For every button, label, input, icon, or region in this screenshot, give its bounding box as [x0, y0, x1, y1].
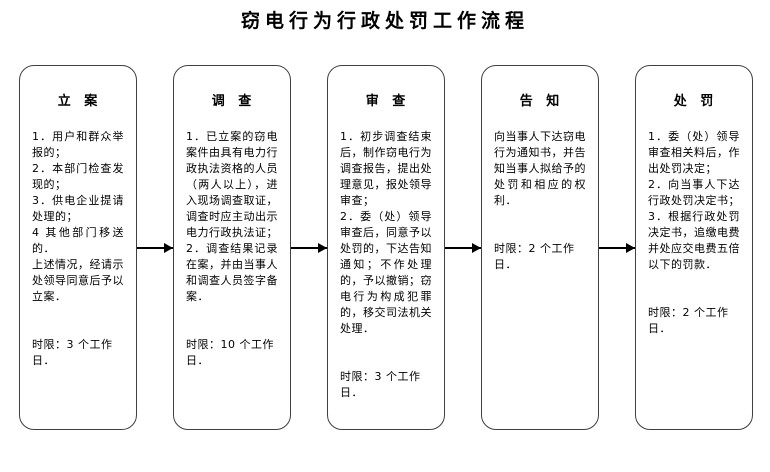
step-paragraph: 2．调查结果记录在案，并由当事人和调查人员签字备案． [186, 242, 278, 303]
step-time-limit: 时限：10 个工作日． [186, 338, 274, 367]
flow-arrow [291, 65, 327, 430]
step-paragraph: 3．供电企业提请处理的； [32, 194, 124, 223]
step-paragraph: 3．根据行政处罚决定书，追缴电费并处应交电费五倍以下的罚款． [648, 210, 740, 271]
right-arrow-icon [445, 242, 481, 253]
step-paragraph: 1．用户和群众举报的； [32, 130, 124, 159]
flow-arrow [445, 65, 481, 430]
flow-row: 立 案 1．用户和群众举报的； 2．本部门检查发现的； 3．供电企业提请处理的；… [19, 65, 753, 430]
step-time-limit: 时限：3 个工作日． [340, 370, 421, 399]
step-paragraph: 上述情况，经请示处领导同意后予以立案． [32, 258, 124, 303]
step-body: 1．已立案的窃电案件由具有电力行政执法资格的人员（两人以上），进入现场调查取证，… [186, 129, 278, 305]
step-body: 1．用户和群众举报的； 2．本部门检查发现的； 3．供电企业提请处理的； 4 其… [32, 129, 124, 305]
flow-step-filing: 立 案 1．用户和群众举报的； 2．本部门检查发现的； 3．供电企业提请处理的；… [19, 65, 137, 430]
step-paragraph: 4 其他部门移送的． [32, 226, 124, 255]
step-paragraph: 2．本部门检查发现的； [32, 162, 124, 191]
step-header: 立 案 [57, 94, 99, 109]
step-paragraph: 2．委（处）领导审查后，同意予以处罚的，下达告知通知；不作处理的，予以撤销；窃电… [340, 210, 432, 335]
flow-step-review: 审 查 1．初步调查结束后，制作窃电行为调查报告，提出处理意见，报处领导审查； … [327, 65, 445, 430]
flow-step-investigation: 调 查 1．已立案的窃电案件由具有电力行政执法资格的人员（两人以上），进入现场调… [173, 65, 291, 430]
step-header: 审 查 [365, 94, 407, 109]
step-header: 处 罚 [673, 94, 715, 109]
step-paragraph: 1．初步调查结束后，制作窃电行为调查报告，提出处理意见，报处领导审查； [340, 130, 432, 207]
page-title: 窃电行为行政处罚工作流程 [240, 10, 529, 32]
step-time-limit: 时限：2 个工作日． [494, 242, 575, 271]
step-paragraph: 向当事人下达窃电行为通知书，并告知当事人拟给予的处罚和相应的权利． [494, 130, 586, 207]
flow-arrow [137, 65, 173, 430]
right-arrow-icon [291, 242, 327, 253]
flow-step-punishment: 处 罚 1．委（处）领导审查相关料后，作出处罚决定； 2．向当事人下达行政处罚决… [635, 65, 753, 430]
step-paragraph: 1．已立案的窃电案件由具有电力行政执法资格的人员（两人以上），进入现场调查取证，… [186, 130, 278, 239]
step-body: 向当事人下达窃电行为通知书，并告知当事人拟给予的处罚和相应的权利． [494, 129, 586, 209]
flow-step-notification: 告 知 向当事人下达窃电行为通知书，并告知当事人拟给予的处罚和相应的权利． 时限… [481, 65, 599, 430]
step-header: 调 查 [211, 94, 253, 109]
flow-arrow [599, 65, 635, 430]
right-arrow-icon [599, 242, 635, 253]
step-paragraph: 2．向当事人下达行政处罚决定书； [648, 178, 740, 207]
step-header: 告 知 [519, 94, 561, 109]
step-body: 1．委（处）领导审查相关料后，作出处罚决定； 2．向当事人下达行政处罚决定书； … [648, 129, 740, 273]
right-arrow-icon [137, 242, 173, 253]
step-time-limit: 时限：2 个工作日． [648, 306, 729, 335]
step-body: 1．初步调查结束后，制作窃电行为调查报告，提出处理意见，报处领导审查； 2．委（… [340, 129, 432, 337]
step-paragraph: 1．委（处）领导审查相关料后，作出处罚决定； [648, 130, 740, 175]
step-time-limit: 时限：3 个工作日． [32, 338, 113, 367]
